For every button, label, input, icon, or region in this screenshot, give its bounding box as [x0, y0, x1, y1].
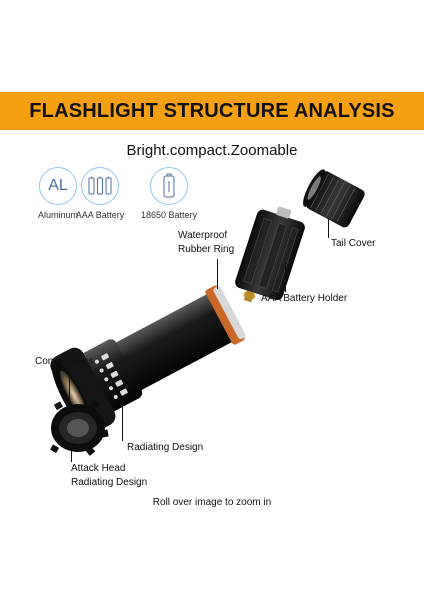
aaa-battery-caption: AAA Battery	[75, 210, 125, 220]
waterproof-pointer	[217, 259, 218, 289]
convex-lens-pointer	[69, 369, 70, 399]
tail-cover-label: Tail Cover	[331, 238, 376, 249]
waterproof-label-line-2: Rubber Ring	[178, 244, 235, 255]
aluminum-icon: AL	[39, 167, 77, 205]
attack-head-pointer	[71, 450, 72, 462]
battery-holder-label: AAA Battery Holder	[261, 293, 348, 304]
waterproof-label-line-1: Waterproof	[178, 230, 228, 241]
tail-cover-pointer	[328, 218, 329, 238]
attack-head-part	[50, 400, 109, 456]
tail-cover-part	[303, 169, 365, 228]
aaa-battery-icon	[81, 167, 119, 205]
18650-battery-badge: 18650 Battery	[124, 167, 214, 220]
battery-holder-pointer	[285, 262, 286, 292]
aluminum-badge: AL Aluminum	[13, 167, 103, 220]
18650-battery-icon	[150, 167, 188, 205]
aluminum-icon-text: AL	[48, 177, 68, 194]
convex-lens-label: Convex Lens	[35, 356, 94, 367]
battery-holder-part	[235, 206, 305, 303]
zoom-caption: Roll over image to zoom in	[152, 497, 272, 508]
attack-head-label-line-2: Radiating Design	[71, 477, 148, 488]
radiating-design-label: Radiating Design	[127, 442, 204, 453]
18650-battery-caption: 18650 Battery	[140, 210, 198, 220]
attack-head-label: Attack Head Radiating Design	[71, 462, 147, 490]
radiating-design-pointer	[122, 400, 123, 441]
aluminum-caption: Aluminum	[37, 210, 78, 220]
title-banner: FLASHLIGHT STRUCTURE ANALYSIS	[0, 92, 424, 130]
page-title: FLASHLIGHT STRUCTURE ANALYSIS	[29, 99, 395, 122]
subtitle: Bright.compact.Zoomable	[126, 142, 298, 159]
waterproof-label: Waterproof Rubber Ring	[178, 229, 234, 257]
flashlight-body-part	[50, 285, 246, 434]
aaa-battery-badge: AAA Battery	[55, 167, 145, 220]
attack-head-label-line-1: Attack Head	[71, 463, 126, 474]
